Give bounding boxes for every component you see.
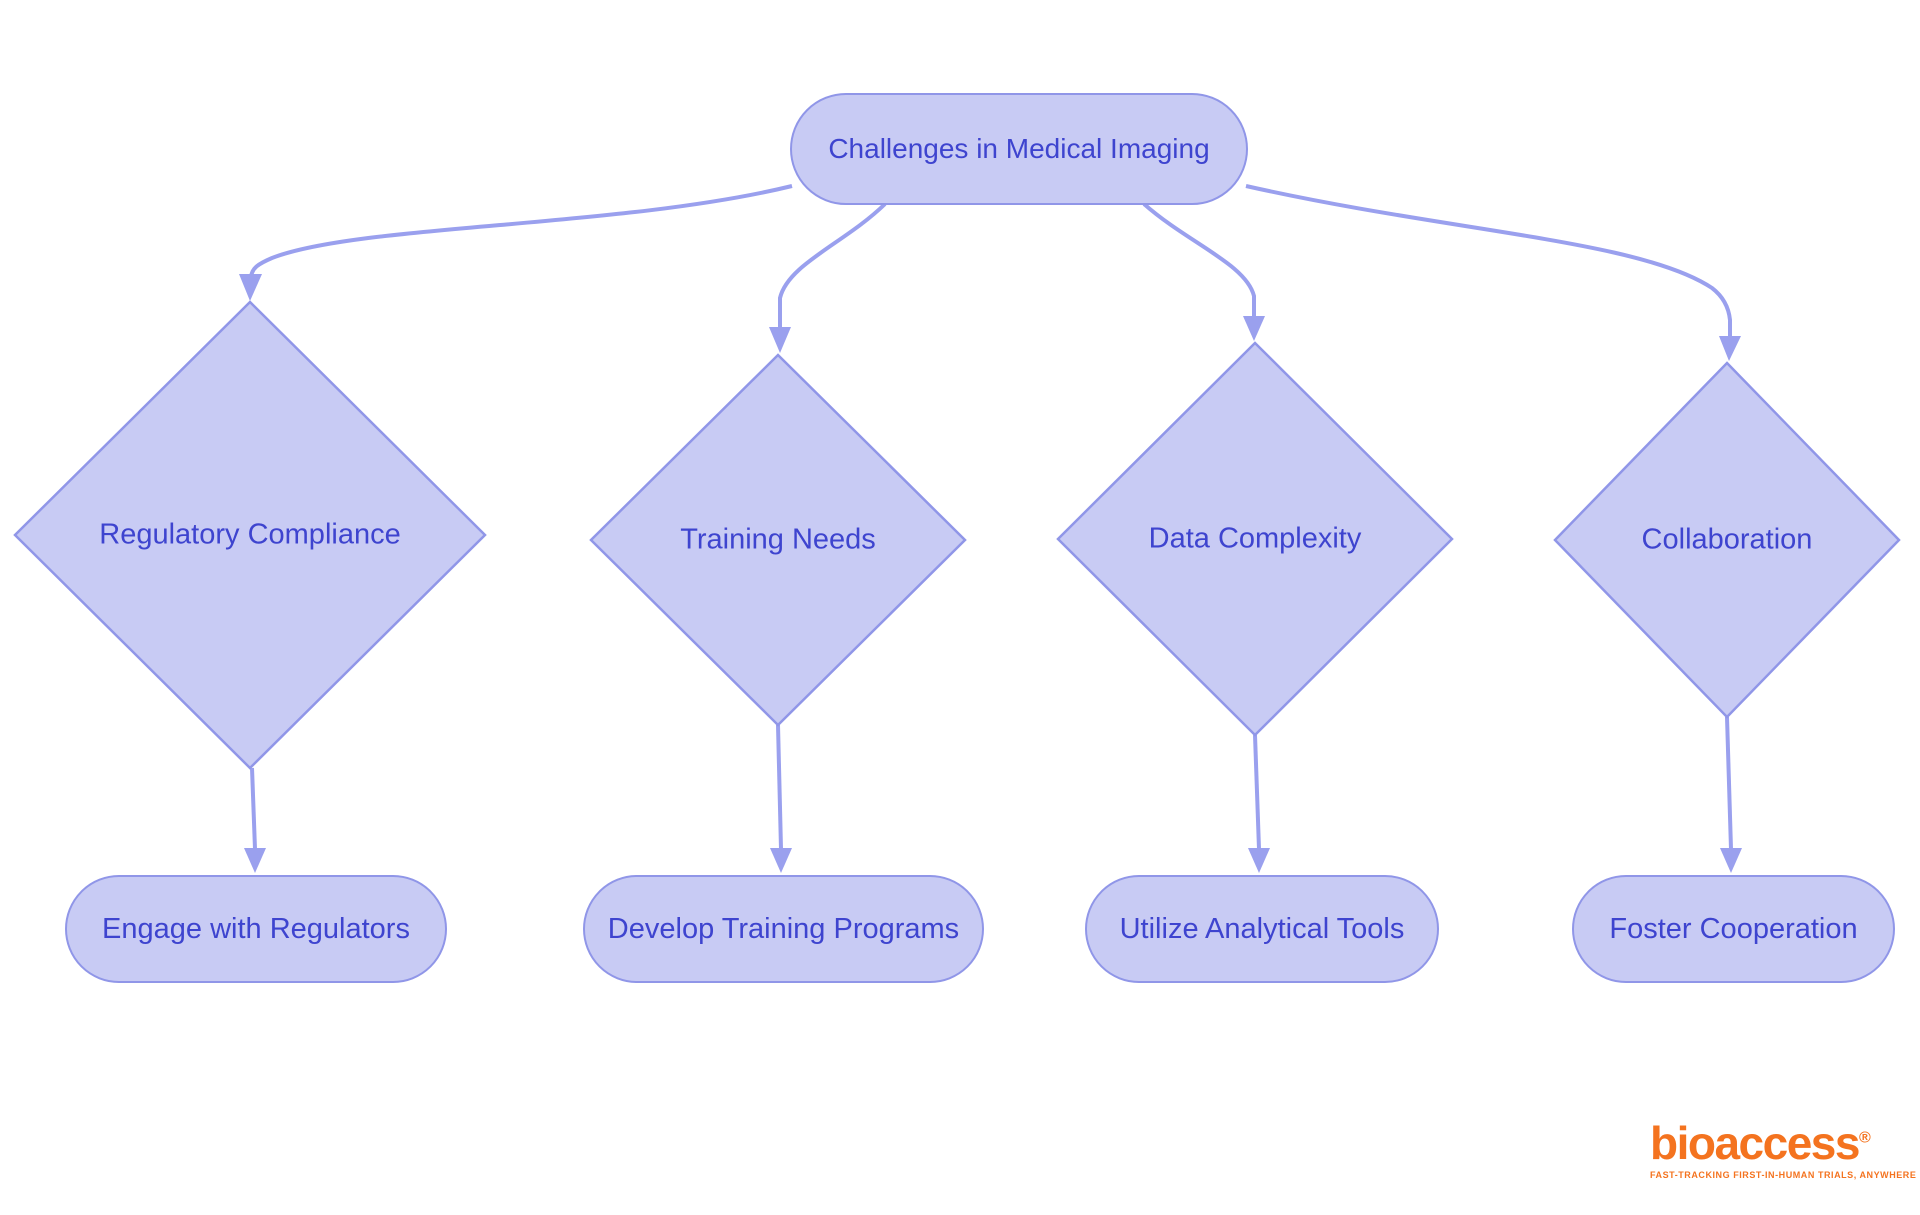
bioaccess-tagline: FAST-TRACKING FIRST-IN-HUMAN TRIALS, ANY… — [1650, 1170, 1917, 1180]
edge-root-to-decision-2 — [778, 202, 887, 328]
node-root-label: Challenges in Medical Imaging — [828, 133, 1210, 164]
node-action-4-label: Foster Cooperation — [1609, 912, 1858, 945]
edges — [249, 184, 1733, 850]
edge-root-to-decision-1 — [249, 184, 793, 278]
diamond-decision-3 — [1056, 341, 1454, 737]
diamond-decision-4 — [1553, 361, 1901, 719]
decision-1-label: Regulatory Compliance — [99, 518, 401, 551]
node-action-2-label: Develop Training Programs — [607, 912, 960, 945]
arrowhead-icon — [770, 848, 792, 873]
bioaccess-wordmark: bioaccess® — [1650, 1117, 1871, 1169]
decision-diamonds — [13, 300, 1901, 770]
decision-2-label: Training Needs — [680, 523, 876, 556]
edge-decision-1-to-action-1 — [250, 767, 257, 850]
decision-3-label: Data Complexity — [1148, 522, 1362, 555]
decision-4-label: Collaboration — [1641, 523, 1813, 556]
diamond-decision-1 — [13, 300, 487, 770]
diamond-decision-2 — [589, 353, 967, 727]
arrowhead-icon — [244, 848, 266, 873]
edge-root-to-decision-4 — [1245, 184, 1732, 337]
node-action-2: Develop Training Programs — [583, 875, 984, 983]
arrowhead-icon — [1248, 848, 1270, 873]
edge-decision-4-to-action-4 — [1725, 716, 1733, 850]
arrowhead-icon — [769, 327, 791, 353]
arrowheads — [239, 274, 1742, 873]
edge-root-to-decision-3 — [1142, 202, 1256, 317]
node-action-4: Foster Cooperation — [1572, 875, 1895, 983]
arrowhead-icon — [1719, 336, 1741, 361]
arrowhead-icon — [1720, 848, 1742, 873]
bioaccess-logo: bioaccess® FAST-TRACKING FIRST-IN-HUMAN … — [1650, 1117, 1917, 1180]
registered-trademark-icon: ® — [1858, 1129, 1871, 1147]
arrowhead-icon — [1243, 316, 1265, 341]
node-action-1-label: Engage with Regulators — [102, 912, 410, 945]
arrowhead-icon — [239, 274, 262, 301]
node-action-3: Utilize Analytical Tools — [1085, 875, 1439, 983]
node-action-1: Engage with Regulators — [65, 875, 447, 983]
node-root: Challenges in Medical Imaging — [790, 93, 1248, 205]
node-action-3-label: Utilize Analytical Tools — [1119, 912, 1405, 945]
edge-decision-2-to-action-2 — [776, 724, 783, 850]
edge-decision-3-to-action-3 — [1253, 734, 1261, 850]
